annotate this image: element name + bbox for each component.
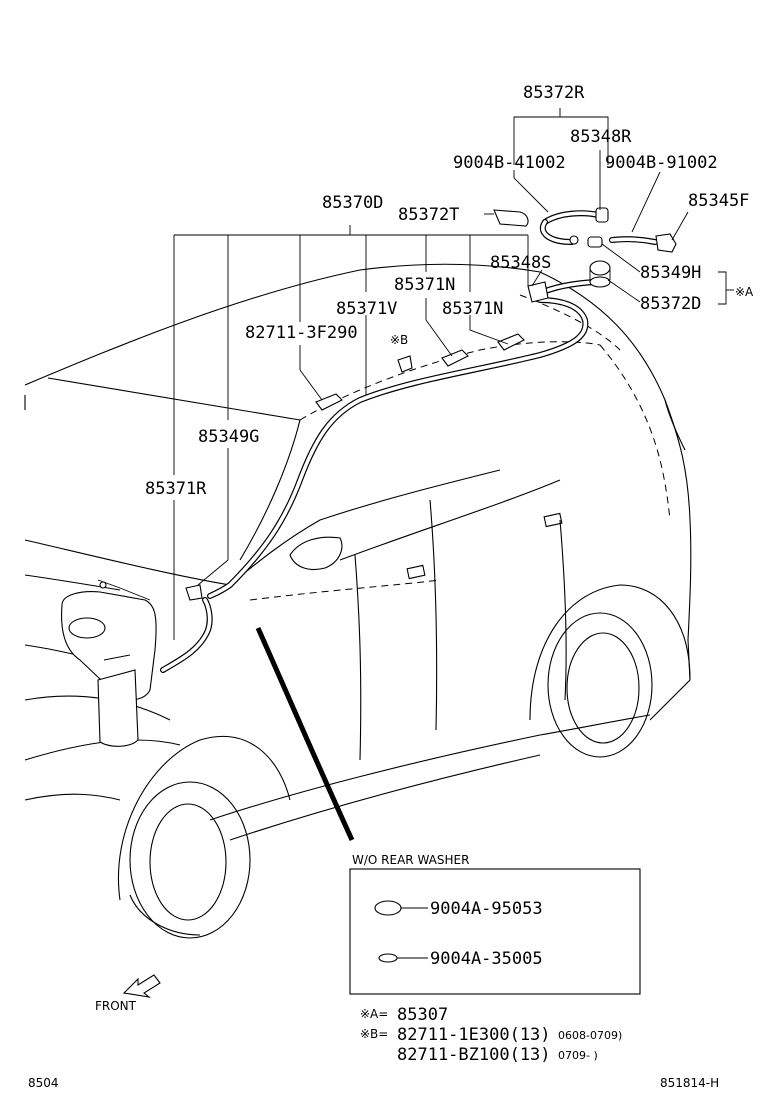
hose-end-85349G <box>185 584 203 601</box>
label-85372D[interactable]: 85372D <box>640 294 701 314</box>
label-85345F[interactable]: 85345F <box>688 191 749 211</box>
joint-85348S <box>527 281 549 303</box>
label-85371R[interactable]: 85371R <box>145 479 207 499</box>
front-arrow-icon <box>122 974 161 998</box>
footnotes: ※A= 85307 ※B= 82711-1E300(13) 0608-0709)… <box>360 1005 622 1065</box>
label-85371N-lower[interactable]: 85371N <box>442 299 503 319</box>
inset-wo-rear-washer: W/O REAR WASHER 9004A-95053 9004A-35005 <box>349 853 641 995</box>
label-9004B-91002[interactable]: 9004B-91002 <box>605 153 718 173</box>
label-85348S[interactable]: 85348S <box>490 253 551 273</box>
washer-hose-top <box>539 210 658 245</box>
grommet-85372D <box>589 260 611 288</box>
clip-85371N-a <box>441 349 469 367</box>
clip-B <box>397 355 413 373</box>
label-85372R[interactable]: 85372R <box>523 83 585 103</box>
clip-85371N-b <box>497 333 525 351</box>
washer-tank <box>61 579 157 747</box>
washer-hose-main <box>207 297 589 599</box>
label-85371N-upper[interactable]: 85371N <box>394 275 455 295</box>
note-b-part-2[interactable]: 82711-BZ100(13) <box>397 1045 551 1065</box>
routing-indicator-line <box>255 626 355 842</box>
front-label: FRONT <box>95 999 137 1013</box>
inset-title: W/O REAR WASHER <box>352 853 469 867</box>
label-85371V[interactable]: 85371V <box>336 299 397 319</box>
footer-left: 8504 <box>28 1076 59 1090</box>
footer-right: 851814-H <box>660 1076 719 1090</box>
part-labels: 85372R 85348R 9004B-41002 9004B-91002 85… <box>145 83 754 499</box>
note-b-part-1[interactable]: 82711-1E300(13) <box>397 1025 551 1045</box>
nozzle-85345F <box>655 233 677 253</box>
note-b-range-1: 0608-0709) <box>558 1029 622 1042</box>
vehicle-outline <box>24 263 692 939</box>
inset-part-1[interactable]: 9004A-95053 <box>430 899 543 919</box>
label-9004B-41002[interactable]: 9004B-41002 <box>453 153 566 173</box>
label-82711-3F290[interactable]: 82711-3F290 <box>245 323 358 343</box>
label-mark-A: ※A <box>735 285 754 299</box>
washer-hose-tank <box>160 597 213 673</box>
check-valve-85349H <box>587 236 603 248</box>
note-b-mark: ※B= <box>360 1027 388 1041</box>
front-arrow: FRONT <box>95 974 161 1013</box>
plug-small-icon <box>378 953 398 963</box>
note-a-part[interactable]: 85307 <box>397 1005 448 1025</box>
note-b-range-2: 0709- ) <box>558 1049 598 1062</box>
leader-lines <box>173 108 734 640</box>
label-85348R[interactable]: 85348R <box>570 127 632 147</box>
label-85349H[interactable]: 85349H <box>640 263 701 283</box>
clip-82711-3F290 <box>315 393 343 411</box>
label-85370D[interactable]: 85370D <box>322 193 383 213</box>
joint-85348R <box>595 207 609 223</box>
label-mark-B: ※B <box>390 333 408 347</box>
label-85349G[interactable]: 85349G <box>198 427 259 447</box>
label-85372T[interactable]: 85372T <box>398 205 459 225</box>
note-a-mark: ※A= <box>360 1007 388 1021</box>
hose-end-9004B-41002 <box>569 235 579 245</box>
inset-part-2[interactable]: 9004A-35005 <box>430 949 543 969</box>
cover-85372T <box>493 209 529 227</box>
plug-large-icon <box>374 900 402 916</box>
